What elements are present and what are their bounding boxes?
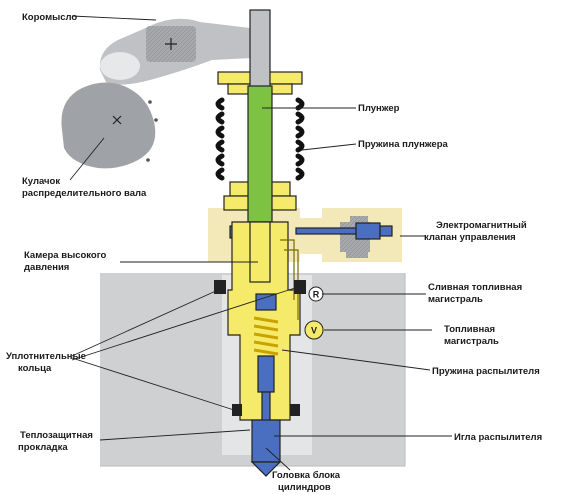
supply-marker: V bbox=[304, 320, 324, 340]
label-return-line1: Сливная топливная bbox=[428, 282, 522, 293]
high-pressure-chamber bbox=[249, 221, 271, 283]
seal-ring bbox=[294, 280, 306, 294]
rocker-pivot-cross-icon bbox=[165, 38, 177, 50]
label-nozzle-needle: Игла распылителя bbox=[454, 432, 542, 443]
label-fuel-line2: магистраль bbox=[444, 336, 499, 347]
camshaft-lobe bbox=[61, 82, 158, 169]
svg-text:R: R bbox=[313, 290, 320, 300]
nozzle-needle-assembly bbox=[250, 293, 282, 477]
labels: Коромысло Кулачок распределительного вал… bbox=[6, 12, 542, 493]
rocker-arm bbox=[99, 18, 253, 85]
label-seals-line1: Уплотнительные bbox=[6, 351, 86, 362]
label-heat-gasket-line1: Теплозащитная bbox=[20, 430, 93, 441]
plunger bbox=[247, 85, 273, 223]
nozzle-spring bbox=[253, 316, 279, 356]
cam-center-cross-icon bbox=[112, 115, 122, 125]
svg-text:V: V bbox=[311, 326, 317, 336]
label-head-line2: цилиндров bbox=[278, 482, 331, 493]
seal-ring bbox=[290, 404, 300, 416]
label-plunger-spring: Пружина плунжера bbox=[358, 139, 449, 150]
label-hp-chamber-line1: Камера высокого bbox=[24, 250, 107, 261]
label-plunger: Плунжер bbox=[358, 103, 400, 114]
return-marker: R bbox=[308, 286, 324, 302]
label-rocker: Коромысло bbox=[22, 12, 77, 23]
leader-lines bbox=[69, 15, 452, 471]
push-rod bbox=[249, 9, 271, 91]
label-solenoid-line1: Электромагнитный bbox=[436, 220, 527, 231]
label-heat-gasket-line2: прокладка bbox=[18, 442, 68, 453]
label-cam-line2: распределительного вала bbox=[22, 188, 147, 199]
label-fuel-line1: Топливная bbox=[444, 324, 495, 335]
label-solenoid-line2: клапан управления bbox=[424, 232, 516, 243]
label-return-line2: магистраль bbox=[428, 294, 483, 305]
label-head-line1: Головка блока bbox=[272, 470, 341, 481]
label-nozzle-spring: Пружина распылителя bbox=[432, 366, 540, 377]
label-cam-line1: Кулачок bbox=[22, 176, 60, 187]
label-seals-line2: кольца bbox=[18, 363, 52, 374]
plunger-spring bbox=[215, 97, 305, 181]
seal-ring bbox=[214, 280, 226, 294]
label-hp-chamber-line2: давления bbox=[24, 262, 69, 273]
seal-ring bbox=[232, 404, 242, 416]
